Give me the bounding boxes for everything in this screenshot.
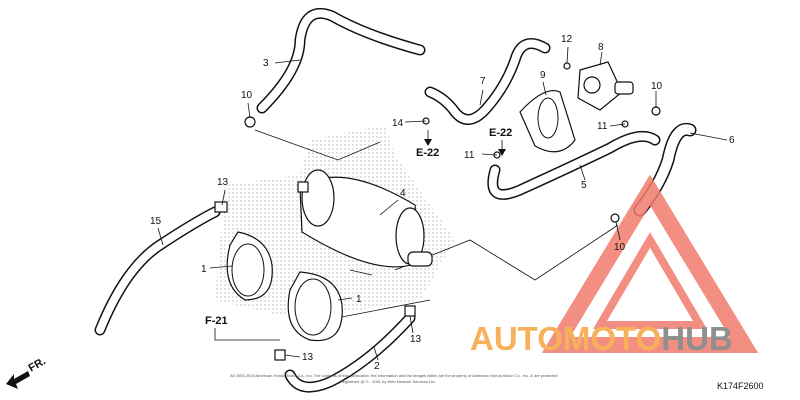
direction-label: FR. <box>27 355 48 374</box>
callout-9: 9 <box>540 70 546 81</box>
ref-e22-right: E-22 <box>489 127 512 139</box>
callout-12: 12 <box>561 34 573 45</box>
valve-part-8 <box>577 61 634 111</box>
hose-part-2 <box>284 312 416 393</box>
callout-15: 15 <box>150 216 162 227</box>
canister-part-4 <box>297 169 433 268</box>
hose-part-15 <box>94 206 221 336</box>
callout-1-lower: 1 <box>356 294 362 305</box>
callout-14: 14 <box>392 118 404 129</box>
callout-11-left: 11 <box>464 150 475 161</box>
callout-5: 5 <box>581 180 587 191</box>
callout-11-right: 11 <box>597 121 608 132</box>
callout-13-bottom: 13 <box>302 352 314 363</box>
hose-part-5 <box>487 130 661 200</box>
clamps <box>214 62 661 361</box>
callout-6: 6 <box>729 135 735 146</box>
watermark-triangle <box>541 174 759 353</box>
callout-10-right: 10 <box>651 81 663 92</box>
callout-7: 7 <box>480 76 486 87</box>
reference-arrows <box>424 130 506 156</box>
band-part-1-lower <box>287 271 343 342</box>
callout-13-right: 13 <box>410 334 422 345</box>
callout-4: 4 <box>400 188 406 199</box>
band-part-1-upper <box>226 231 273 301</box>
copyright-line-2: Registered @ © - 2001 by Web Network Ser… <box>340 379 436 384</box>
callout-13-top: 13 <box>217 177 229 188</box>
reference-labels: E-22 E-22 F-21 FR. <box>27 127 513 375</box>
callout-2: 2 <box>374 361 380 372</box>
direction-arrow-icon <box>6 371 30 389</box>
callout-10-bottom: 10 <box>614 242 626 253</box>
copyright-line-1: All 2003-2018 American Honda Motor Co., … <box>230 373 558 378</box>
hose-part-3 <box>256 7 426 114</box>
svg-text:AUTOMOTOHUB: AUTOMOTOHUB <box>470 320 733 357</box>
leader-lines <box>157 46 728 361</box>
watermark-text-automoto: AUTOMOTO <box>470 320 661 357</box>
callout-labels: 3 10 14 7 9 12 8 10 11 11 5 6 10 13 15 1… <box>150 34 735 372</box>
callout-3: 3 <box>263 58 269 69</box>
hose-part-7 <box>424 38 551 125</box>
callout-1-upper: 1 <box>201 264 207 275</box>
ref-f21: F-21 <box>205 315 228 327</box>
callout-10-left: 10 <box>241 90 253 101</box>
callout-8: 8 <box>598 42 604 53</box>
diagram-code: K174F2600 <box>717 381 764 391</box>
watermark-text-hub: HUB <box>661 320 733 357</box>
holder-part-9 <box>519 90 576 153</box>
ref-e22-left: E-22 <box>416 147 439 159</box>
watermark-wordmark: AUTOMOTOHUB <box>470 320 733 357</box>
